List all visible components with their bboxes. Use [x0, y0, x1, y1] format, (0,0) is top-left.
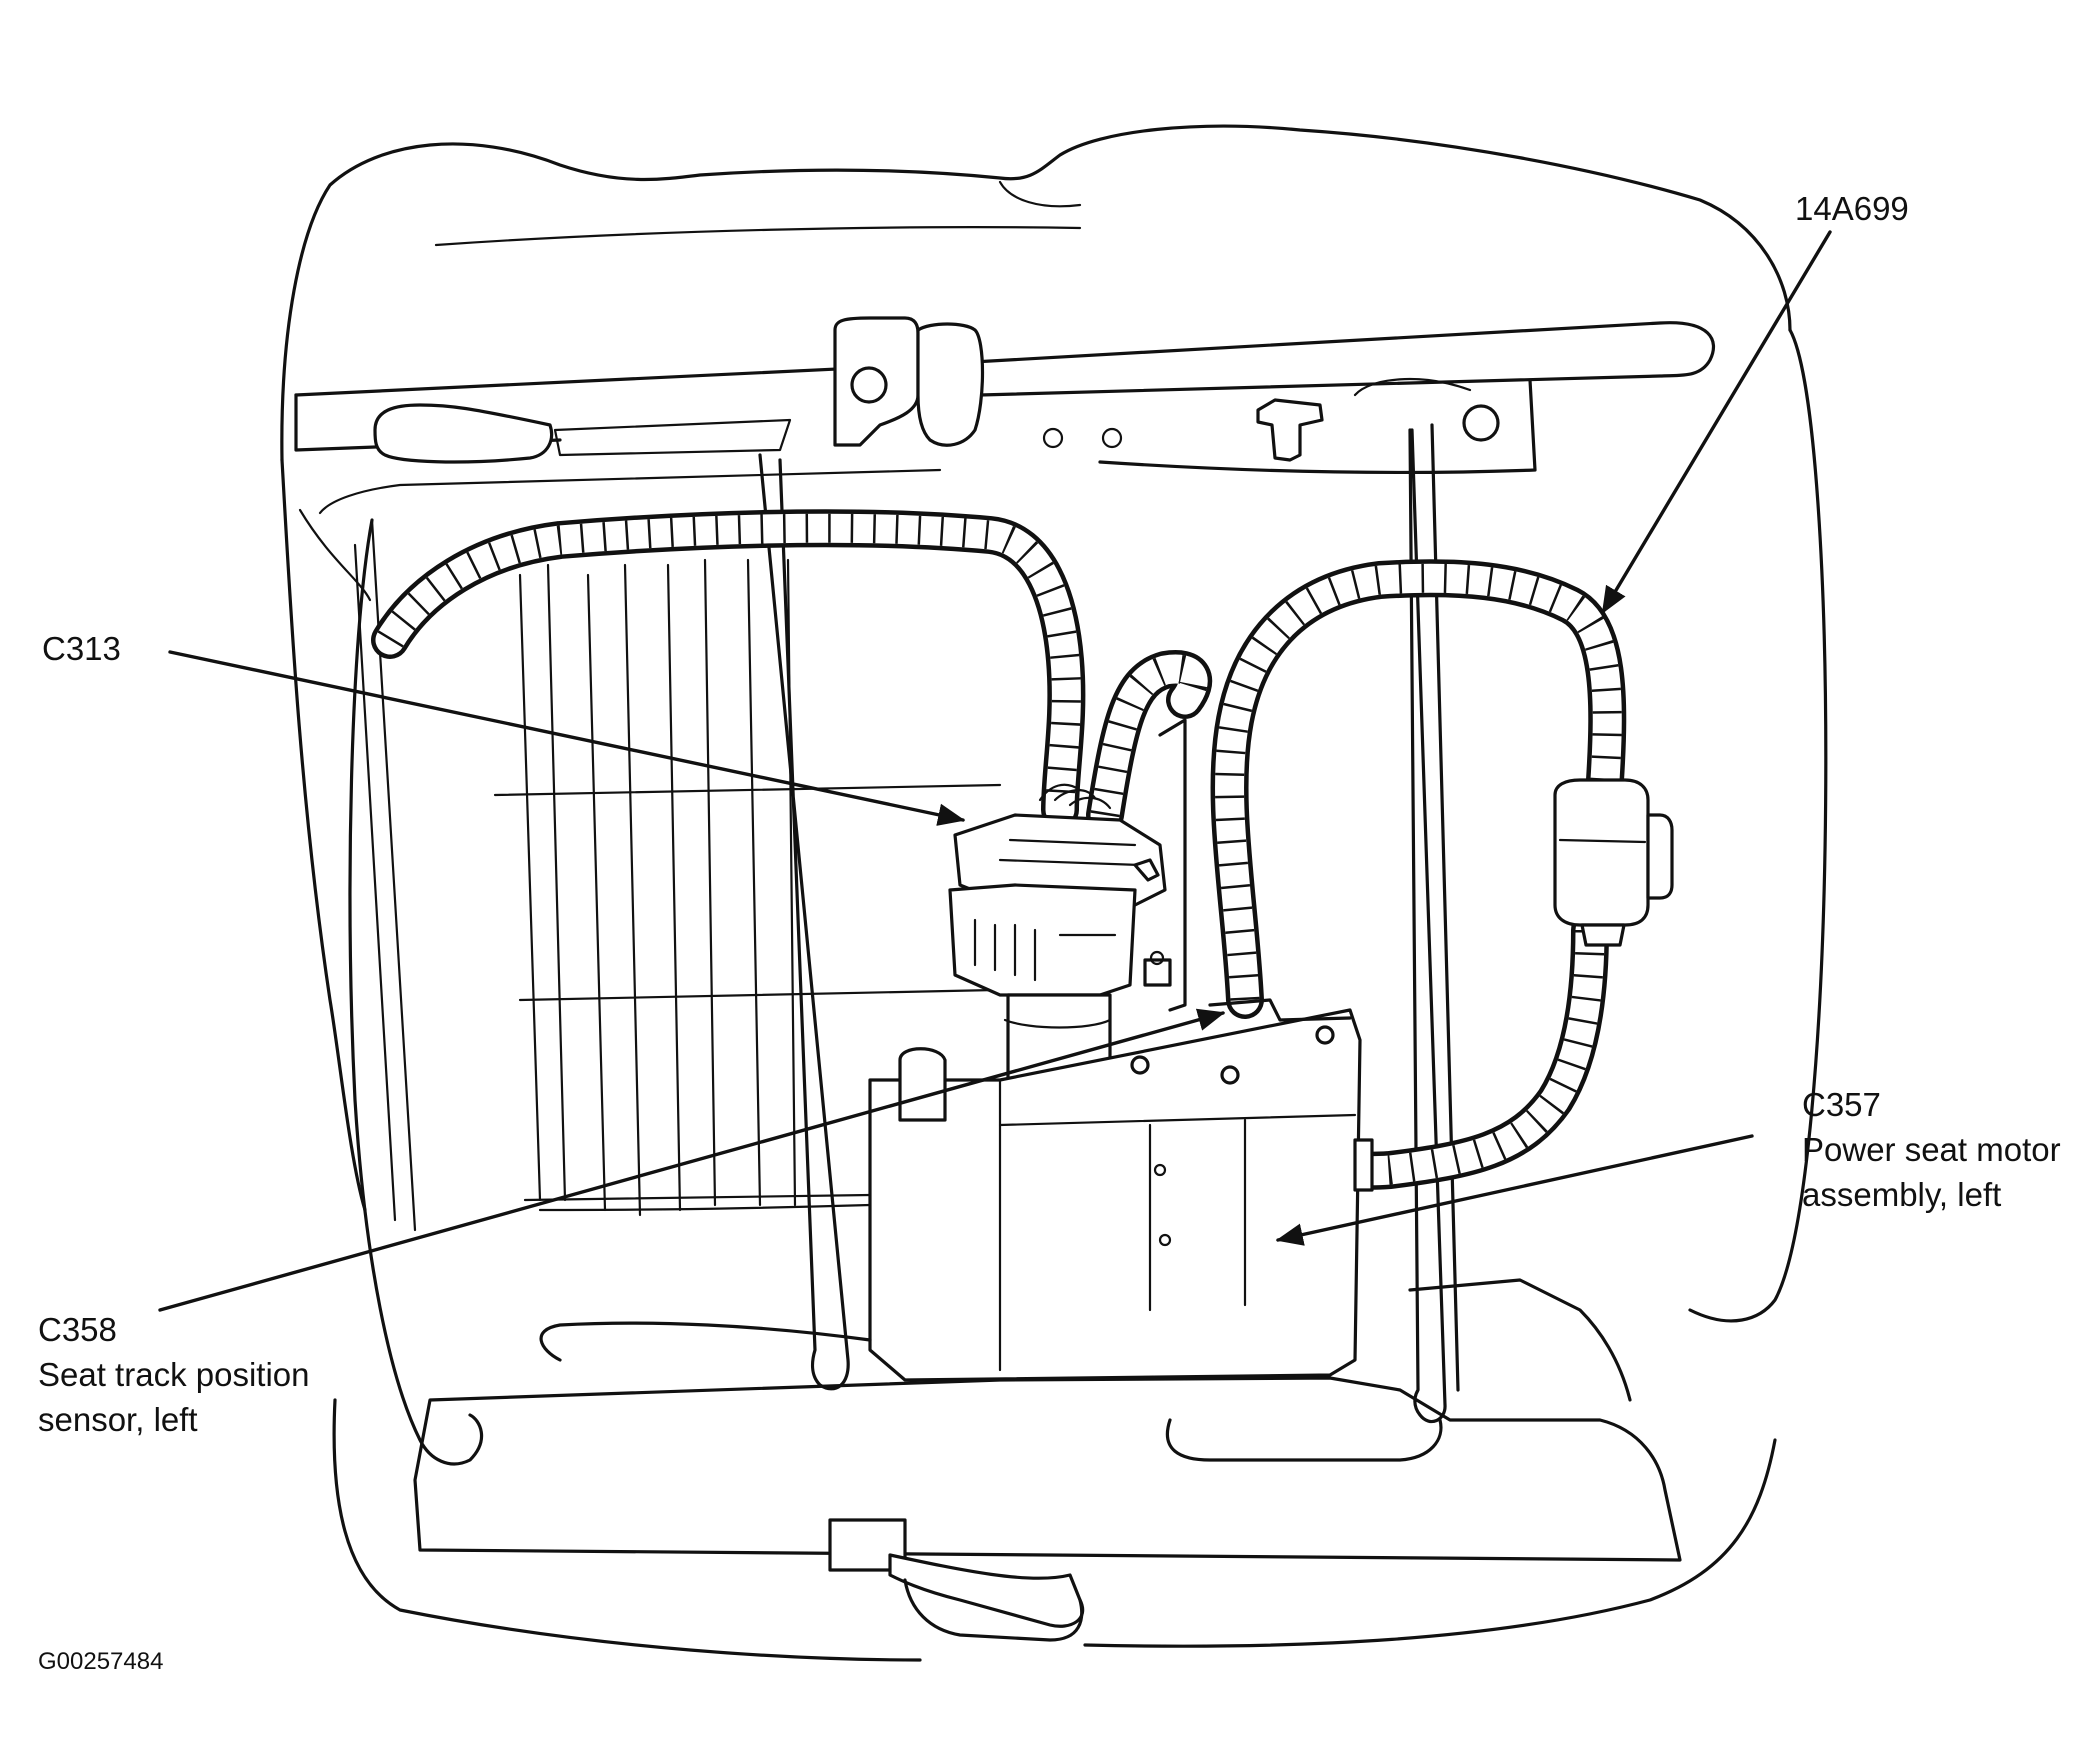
c358-desc-line2: sensor, left — [38, 1401, 198, 1438]
harness-code: 14A699 — [1795, 190, 1909, 227]
c357-code: C357 — [1802, 1086, 1881, 1123]
c358-code: C358 — [38, 1311, 117, 1348]
front-seat-rail — [294, 316, 1716, 474]
c357-desc-line2: assembly, left — [1802, 1176, 2002, 1213]
figure-id: G00257484 — [38, 1648, 164, 1675]
leader-c357 — [1275, 1134, 1754, 1246]
label-14a699: 14A699 — [1795, 186, 1909, 231]
power-seat-motor-assembly — [868, 718, 1374, 1382]
c313-code: C313 — [42, 630, 121, 667]
leader-14a699 — [1601, 230, 1832, 614]
seat-lower-frame — [413, 1278, 1682, 1642]
c357-desc-line1: Power seat motor — [1802, 1131, 2061, 1168]
connector-c313 — [948, 783, 1167, 997]
leader-c313 — [168, 650, 966, 826]
callout-leaders — [158, 230, 1832, 1312]
leader-c358 — [158, 1008, 1226, 1312]
label-c313: C313 — [42, 626, 121, 671]
inline-harness-connector — [1553, 778, 1674, 947]
label-c358: C358 Seat track position sensor, left — [38, 1307, 309, 1442]
seat-spring-grid — [318, 468, 1002, 1232]
label-c357: C357 Power seat motor assembly, left — [1802, 1082, 2061, 1217]
wire-harness-14a699 — [371, 509, 1627, 1190]
c358-desc-line1: Seat track position — [38, 1356, 310, 1393]
seat-cushion-outline — [280, 124, 1828, 1662]
